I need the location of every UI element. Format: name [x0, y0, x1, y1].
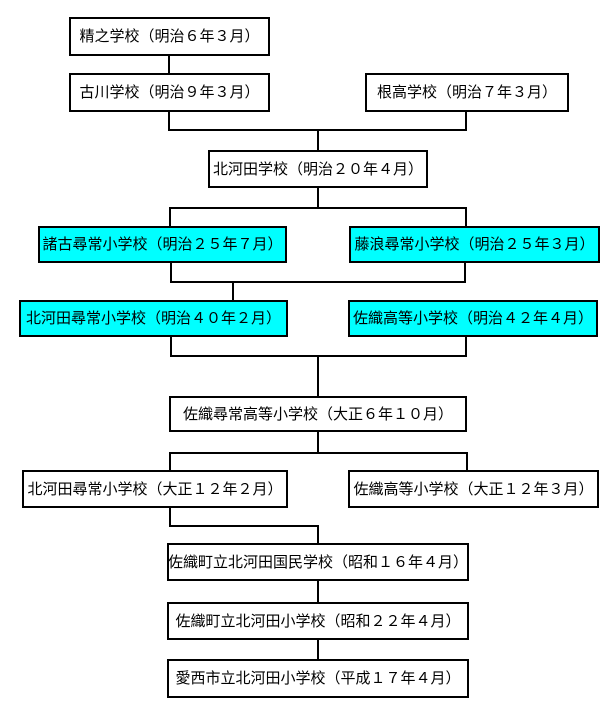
connector-line [317, 581, 319, 602]
connector-line [317, 129, 319, 150]
connector-line [317, 355, 319, 396]
flow-node-aisai-shi-shogakko: 愛西市立北河田小学校（平成１７年４月） [167, 659, 469, 698]
connector-line [169, 452, 468, 454]
connector-line [169, 452, 171, 470]
connector-line [169, 508, 171, 527]
flow-node-saori-koto-m42: 佐織高等小学校（明治４２年４月） [348, 300, 598, 337]
connector-line [466, 452, 468, 470]
flow-node-nedaka-gakko: 根高学校（明治７年３月） [365, 73, 569, 112]
flow-node-kitakawada-jinjo-m40: 北河田尋常小学校（明治４０年２月） [19, 300, 288, 337]
flow-node-fujinami-jinjo: 藤浪尋常小学校（明治２５年３月） [349, 226, 600, 263]
flow-node-moroko-jinjo: 諸古尋常小学校（明治２５年７月） [38, 226, 287, 263]
flow-node-saori-koto-t12: 佐織高等小学校（大正１２年３月） [348, 470, 599, 508]
connector-line [317, 525, 319, 543]
connector-line [317, 640, 319, 659]
connector-line [465, 337, 467, 357]
connector-line [232, 281, 234, 300]
flow-node-saori-cho-shogakko: 佐織町立北河田小学校（昭和２２年４月） [167, 602, 469, 640]
connector-line [170, 281, 466, 283]
flow-node-saori-jinjo-koto: 佐織尋常高等小学校（大正６年１０月） [169, 396, 467, 432]
connector-line [464, 263, 466, 283]
flow-node-kitakawada-gakko: 北河田学校（明治２０年４月） [208, 150, 428, 188]
connector-line [317, 432, 319, 454]
connector-line [168, 56, 170, 75]
connector-line [168, 112, 170, 131]
flow-node-furukawa-gakko: 古川学校（明治９年３月） [69, 73, 270, 112]
connector-line [317, 188, 319, 209]
connector-line [169, 525, 319, 527]
connector-line [169, 207, 171, 226]
flow-node-kokumin-gakko: 佐織町立北河田国民学校（昭和１６年４月） [167, 543, 469, 581]
flow-node-seishi-gakko: 精之学校（明治６年３月） [69, 17, 270, 56]
connector-line [465, 112, 467, 131]
connector-line [170, 263, 172, 283]
connector-line [170, 337, 172, 357]
connector-line [465, 207, 467, 226]
flow-node-kitakawada-jinjo-t12: 北河田尋常小学校（大正１２年２月） [22, 470, 288, 508]
connector-line [169, 207, 467, 209]
